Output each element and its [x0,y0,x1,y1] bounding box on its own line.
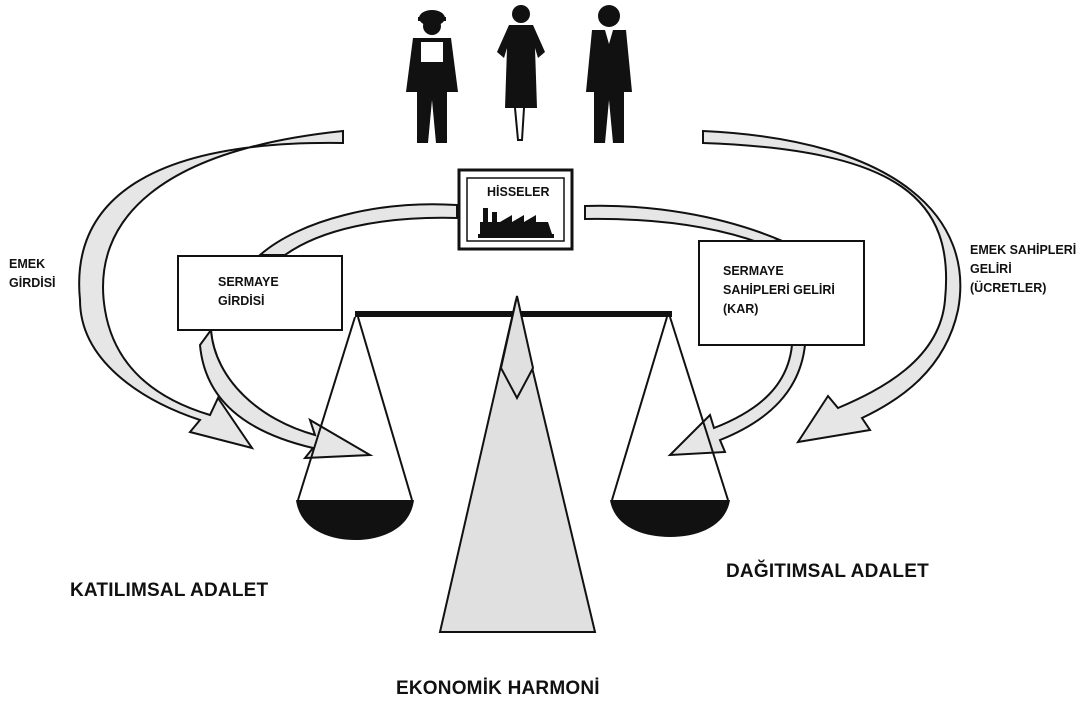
sermaye-geliri-down-arrow [667,344,807,457]
sermaye-sahipleri-geliri-box [698,240,865,346]
sermaye-girdisi-arrow [257,203,458,256]
sermaye-girdisi-down-arrow [198,327,374,460]
hisseler-label: HİSSELER [487,185,550,199]
woman-figure-icon [497,5,545,141]
sermaye-girdisi-box [177,255,343,331]
worker-figure-icon [406,10,458,143]
sermaye-girdisi-label: SERMAYE GİRDİSİ [218,275,279,308]
katilimsal-adalet-label: KATILIMSAL ADALET [70,580,269,601]
sermaye-geliri-arrow [584,204,784,245]
balance-scale [296,295,730,633]
emek-girdisi-label: EMEK GİRDİSİ [9,257,56,290]
sermaye-sahipleri-geliri-label: SERMAYE SAHİPLERİ GELİRİ (KAR) [723,264,835,316]
dagitimsal-adalet-label: DAĞITIMSAL ADALET [726,561,929,582]
emek-sahipleri-geliri-label: EMEK SAHİPLERİ GELİRİ (ÜCRETLER) [970,243,1077,295]
ekonomik-harmoni-label: EKONOMİK HARMONİ [396,678,600,699]
businessman-figure-icon [586,5,632,143]
factory-icon [478,208,554,238]
emek-girdisi-arrow [78,129,344,450]
emek-sahipleri-geliri-arrow [702,129,962,444]
